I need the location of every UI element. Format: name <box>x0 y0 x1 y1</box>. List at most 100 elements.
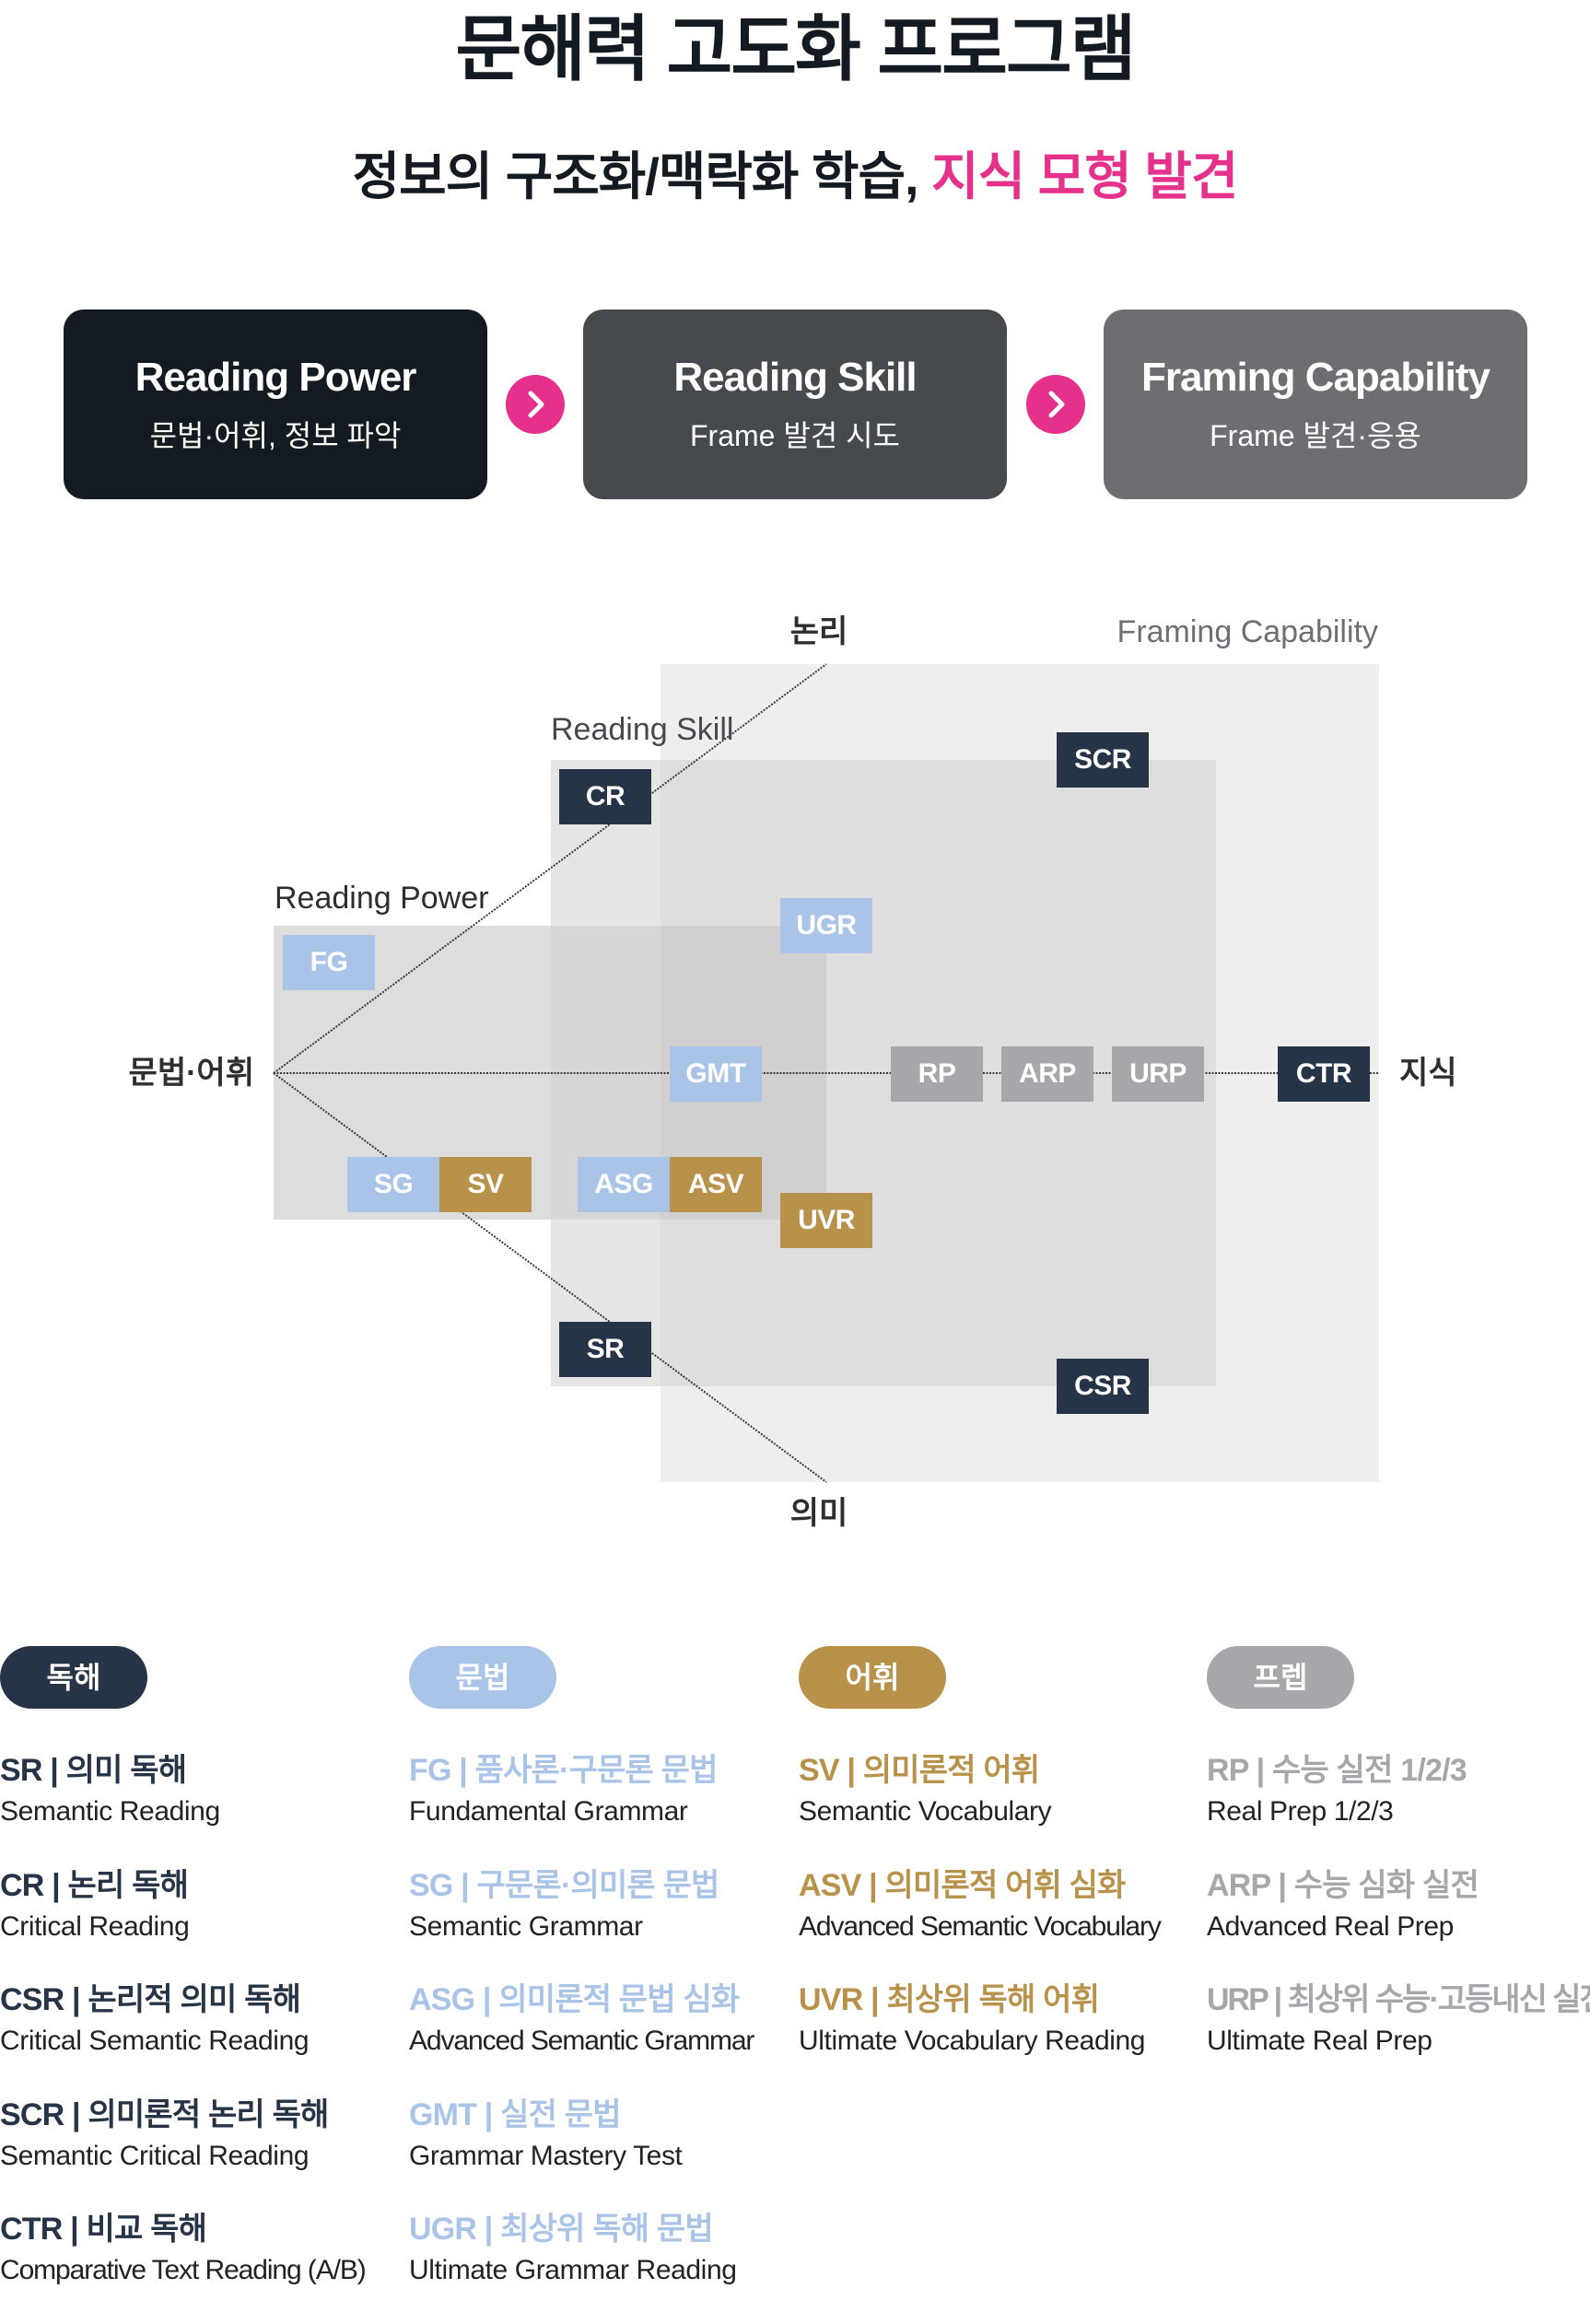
framework-diagram <box>273 663 1379 1483</box>
legend-item-english: Comparative Text Reading (A/B) <box>0 2255 367 2285</box>
legend-item: UGR | 최상위 독해 문법 Ultimate Grammar Reading <box>409 2209 754 2324</box>
legend-item-title: UGR | 최상위 독해 문법 <box>409 2212 714 2247</box>
legend-item-english: Critical Semantic Reading <box>0 2026 310 2056</box>
tile-gmt: GMT <box>670 1046 762 1102</box>
tile-scr: SCR <box>1057 732 1149 788</box>
page-subtitle: 정보의 구조화/맥락화 학습, 지식 모형 발견 <box>0 147 1590 206</box>
tile-uvr: UVR <box>780 1193 872 1248</box>
legend-item: SCR | 의미론적 논리 독해 Semantic Critical Readi… <box>0 2095 366 2210</box>
legend-item-title: UVR | 최상위 독해 어휘 <box>799 1982 1100 2017</box>
stage-framing-capability: Framing Capability Frame 발견·응용 <box>1104 309 1527 499</box>
legend-item: SG | 구문론·의미론 문법 Semantic Grammar <box>409 1865 754 1980</box>
legend-column-vocabulary: 어휘 SV | 의미론적 어휘 Semantic Vocabulary ASV … <box>799 1646 1162 2056</box>
tile-ctr: CTR <box>1278 1046 1370 1102</box>
tile-sg: SG <box>347 1157 439 1212</box>
legend-item: ASV | 의미론적 어휘 심화 Advanced Semantic Vocab… <box>799 1865 1162 1980</box>
stage-title: Reading Skill <box>673 355 917 400</box>
tile-fg: FG <box>283 935 375 990</box>
legend-item-english: Advanced Real Prep <box>1207 1910 1454 1942</box>
axis-label-meaning: 의미 <box>789 1496 848 1531</box>
legend-item-english: Advanced Semantic Grammar <box>409 2026 754 2056</box>
legend-item-title: RP | 수능 실전 1/2/3 <box>1207 1753 1467 1788</box>
legend-item: UVR | 최상위 독해 어휘 Ultimate Vocabulary Read… <box>799 1979 1161 2095</box>
legend-badge-grammar: 문법 <box>409 1646 556 1709</box>
subtitle-text: 정보의 구조화/맥락화 학습, <box>352 147 932 205</box>
legend-item-english: Semantic Grammar <box>409 1910 643 1942</box>
stage-subtitle: Frame 발견·응용 <box>1210 419 1421 452</box>
legend-item-english: Grammar Mastery Test <box>409 2140 683 2171</box>
legend-item-title: CSR | 논리적 의미 독해 <box>0 1982 301 2017</box>
legend-list: FG | 품사론·구문론 문법 Fundamental Grammar SG |… <box>409 1750 754 2324</box>
zone-label-reading-power: Reading Power <box>275 881 489 916</box>
legend-item: SR | 의미 독해 Semantic Reading <box>0 1750 366 1865</box>
subtitle-highlight: 지식 모형 발견 <box>931 147 1238 205</box>
legend-item: URP | 최상위 수능·고등내신 실전 Ultimate Real Prep <box>1207 1979 1590 2095</box>
legend-item-english: Fundamental Grammar <box>409 1796 688 1827</box>
legend-item-english: Ultimate Grammar Reading <box>409 2255 737 2285</box>
page-title: 문해력 고도화 프로그램 <box>455 8 1137 89</box>
legend-item-title: ASV | 의미론적 어휘 심화 <box>799 1867 1126 1903</box>
legend-item-title: GMT | 실전 문법 <box>409 2096 622 2132</box>
tile-csr: CSR <box>1057 1359 1149 1414</box>
legend-list: SR | 의미 독해 Semantic Reading CR | 논리 독해 C… <box>0 1750 367 2324</box>
legend-column-reading: 독해 SR | 의미 독해 Semantic Reading CR | 논리 독… <box>0 1646 367 2285</box>
legend-item-english: Real Prep 1/2/3 <box>1207 1796 1394 1827</box>
legend-badge-prep: 프렙 <box>1207 1646 1354 1709</box>
legend-list: SV | 의미론적 어휘 Semantic Vocabulary ASV | 의… <box>799 1750 1162 2095</box>
legend-item-title: ASG | 의미론적 문법 심화 <box>409 1982 740 2017</box>
tile-rp: RP <box>891 1046 983 1102</box>
legend-item: FG | 품사론·구문론 문법 Fundamental Grammar <box>409 1750 754 1865</box>
tile-asg: ASG <box>578 1157 670 1212</box>
legend-item-english: Semantic Reading <box>0 1796 220 1827</box>
legend-list: RP | 수능 실전 1/2/3 Real Prep 1/2/3 ARP | 수… <box>1207 1750 1590 2095</box>
legend-item: SV | 의미론적 어휘 Semantic Vocabulary <box>799 1750 1161 1865</box>
axis-line-meaning <box>273 1072 827 1483</box>
tile-cr: CR <box>559 769 651 824</box>
tile-urp: URP <box>1112 1046 1204 1102</box>
legend-item: ARP | 수능 심화 실전 Advanced Real Prep <box>1207 1865 1590 1980</box>
stage-subtitle: Frame 발견 시도 <box>690 419 900 452</box>
legend-item-title: SR | 의미 독해 <box>0 1753 187 1788</box>
legend-item: CR | 논리 독해 Critical Reading <box>0 1865 366 1980</box>
tile-asv: ASV <box>670 1157 762 1212</box>
legend-item-title: CR | 논리 독해 <box>0 1867 189 1903</box>
stage-reading-power: Reading Power 문법·어휘, 정보 파악 <box>64 309 487 499</box>
chevron-right-icon <box>1048 391 1065 418</box>
axis-label-logic: 논리 <box>789 614 848 649</box>
zone-label-reading-skill: Reading Skill <box>551 712 734 747</box>
legend-badge-reading: 독해 <box>0 1646 147 1709</box>
legend-column-prep: 프렙 RP | 수능 실전 1/2/3 Real Prep 1/2/3 ARP … <box>1207 1646 1590 2056</box>
axis-label-grammar-vocab: 문법·어휘 <box>128 1056 254 1091</box>
stage-title: Framing Capability <box>1140 355 1491 400</box>
stage-subtitle: 문법·어휘, 정보 파악 <box>149 419 402 452</box>
legend-item-english: Semantic Vocabulary <box>799 1796 1052 1827</box>
legend-badge-vocabulary: 어휘 <box>799 1646 946 1709</box>
chevron-right-icon <box>528 391 544 418</box>
legend-item-title: ARP | 수능 심화 실전 <box>1207 1867 1479 1903</box>
legend-item-title: SCR | 의미론적 논리 독해 <box>0 2096 329 2132</box>
tile-sr: SR <box>559 1322 651 1377</box>
stage-title: Reading Power <box>134 355 417 400</box>
tile-sv: SV <box>439 1157 532 1212</box>
legend-item: RP | 수능 실전 1/2/3 Real Prep 1/2/3 <box>1207 1750 1590 1865</box>
legend-item-title: FG | 품사론·구문론 문법 <box>409 1753 718 1788</box>
legend-item: GMT | 실전 문법 Grammar Mastery Test <box>409 2095 754 2210</box>
legend-item: CSR | 논리적 의미 독해 Critical Semantic Readin… <box>0 1979 366 2095</box>
legend-item-english: Critical Reading <box>0 1910 190 1942</box>
zone-label-framing-capability: Framing Capability <box>1117 614 1378 649</box>
legend-item: ASG | 의미론적 문법 심화 Advanced Semantic Gramm… <box>409 1979 754 2095</box>
legend-item-english: Advanced Semantic Vocabulary <box>799 1910 1162 1942</box>
axis-line-logic <box>273 663 827 1074</box>
axis-label-knowledge: 지식 <box>1399 1056 1457 1091</box>
legend-column-grammar: 문법 FG | 품사론·구문론 문법 Fundamental Grammar S… <box>409 1646 754 2285</box>
legend-item-english: Ultimate Vocabulary Reading <box>799 2026 1146 2056</box>
legend-item-english: Ultimate Real Prep <box>1207 2026 1432 2056</box>
legend-item-english: Semantic Critical Reading <box>0 2140 310 2171</box>
legend-item-title: SG | 구문론·의미론 문법 <box>409 1867 719 1903</box>
legend-item-title: SV | 의미론적 어휘 <box>799 1753 1040 1788</box>
tile-ugr: UGR <box>780 898 872 953</box>
legend-item: CTR | 비교 독해 Comparative Text Reading (A/… <box>0 2209 367 2324</box>
stage-arrow <box>1026 375 1085 434</box>
tile-arp: ARP <box>1001 1046 1093 1102</box>
legend-item-title: URP | 최상위 수능·고등내신 실전 <box>1207 1982 1590 2017</box>
